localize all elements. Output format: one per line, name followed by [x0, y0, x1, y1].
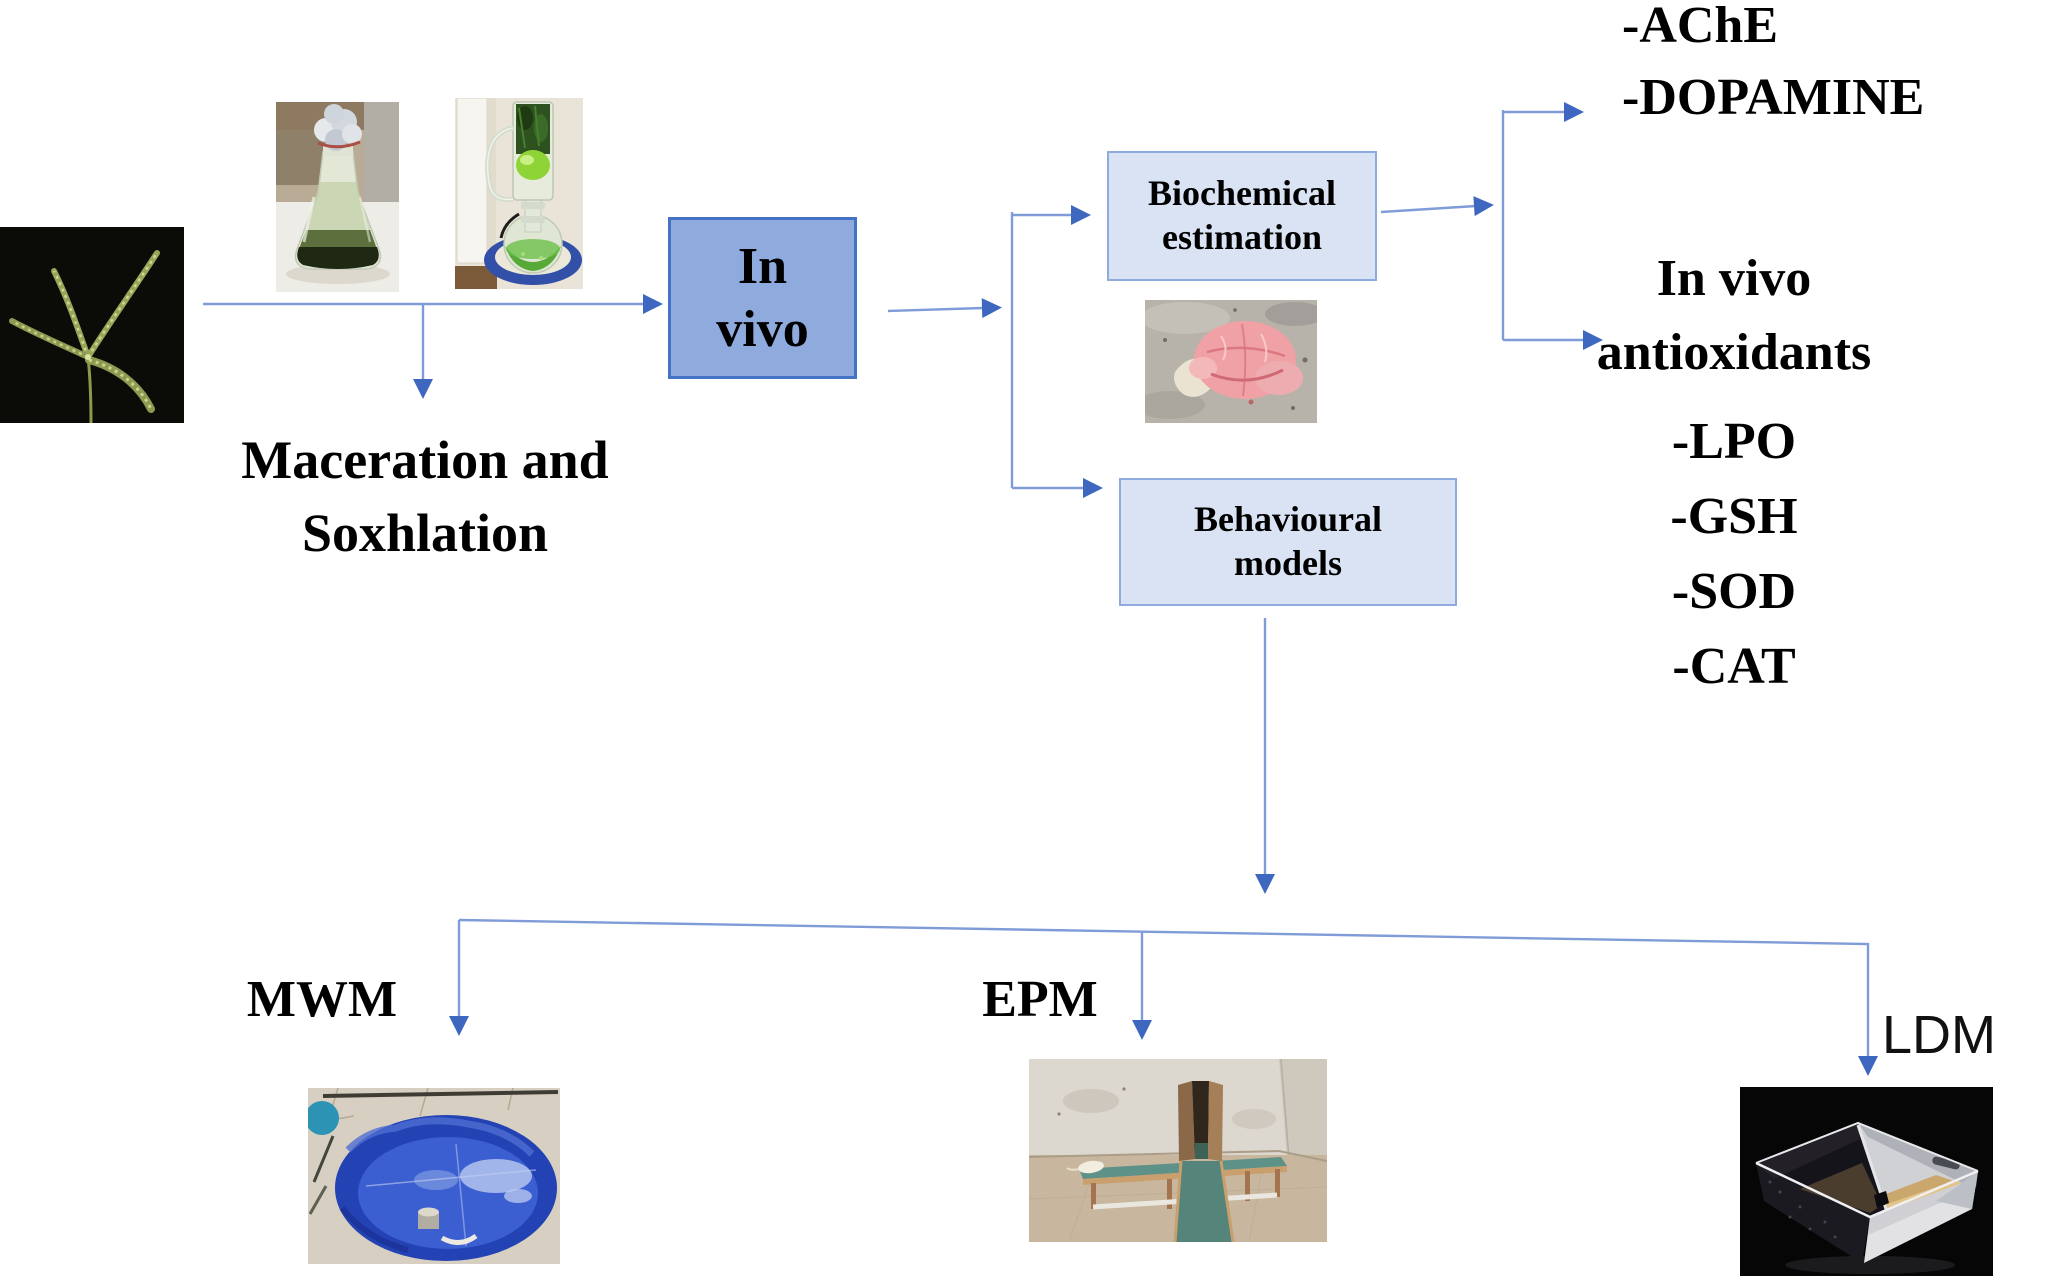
- behavioural-line1: Behavioural: [1193, 499, 1382, 540]
- antioxidants-title-line2: antioxidants: [1596, 324, 1872, 381]
- in-vivo-box: In vivo: [668, 217, 857, 379]
- maceration-flask-photo: [276, 102, 399, 292]
- marker-dopamine: -DOPAMINE: [1622, 69, 1925, 126]
- neurochemical-marker-list: -AChE -DOPAMINE: [1622, 0, 1924, 134]
- light-dark-model-box-photo: [1740, 1087, 1993, 1276]
- antioxidants-item-list: -LPO -GSH -SOD -CAT: [1494, 404, 1974, 704]
- morris-water-maze-photo: [308, 1088, 560, 1264]
- antioxidants-title: In vivo antioxidants: [1494, 242, 1974, 390]
- marker-ache: -AChE: [1622, 0, 1779, 54]
- mwm-label: MWM: [246, 971, 398, 1028]
- biochemical-line2: estimation: [1162, 217, 1322, 257]
- antioxidants-title-line1: In vivo: [1656, 250, 1812, 307]
- maceration-label-line2: Soxhlation: [301, 503, 549, 563]
- ldm-label: LDM: [1882, 1005, 1997, 1065]
- biochemical-estimation-box: Biochemical estimation: [1107, 151, 1377, 281]
- antioxidant-cat: -CAT: [1672, 638, 1796, 695]
- arrow-biochemical-out: [1380, 196, 1494, 217]
- antioxidant-lpo: -LPO: [1671, 413, 1797, 470]
- in-vivo-line1: In: [737, 237, 788, 295]
- grass-inflorescence-photo: [0, 227, 184, 423]
- elevated-plus-maze-photo: [1029, 1059, 1327, 1242]
- rat-brain-photo: [1145, 300, 1317, 423]
- distribution-line-ldm: [458, 918, 1878, 1076]
- behavioural-models-box: Behavioural models: [1119, 478, 1457, 606]
- antioxidant-gsh: -GSH: [1670, 488, 1798, 545]
- behavioural-line2: models: [1234, 543, 1342, 583]
- maceration-label-line1: Maceration and: [241, 430, 609, 490]
- arrow-invivo-out: [887, 298, 1002, 319]
- in-vivo-line2: vivo: [716, 301, 809, 358]
- soxhlet-apparatus-photo: [455, 98, 583, 289]
- epm-label: EPM: [982, 971, 1098, 1028]
- antioxidant-sod: -SOD: [1671, 563, 1797, 620]
- biochemical-line1: Biochemical: [1148, 173, 1336, 214]
- maceration-soxhlation-label: Maceration and Soxhlation: [145, 424, 705, 570]
